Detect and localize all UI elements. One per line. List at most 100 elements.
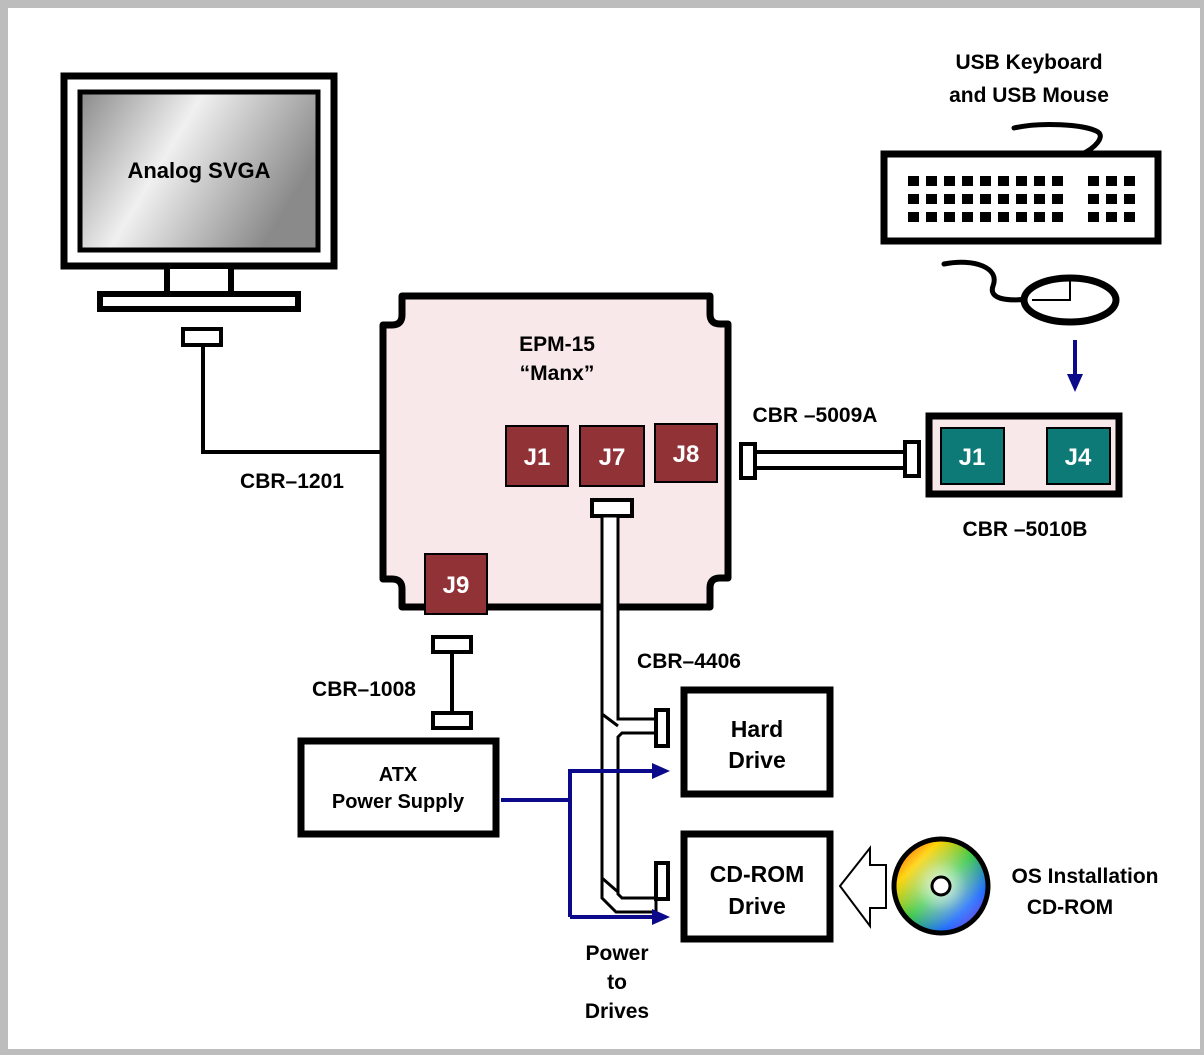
keyboard-key bbox=[980, 194, 991, 204]
ide-cable-label: CBR–4406 bbox=[637, 650, 741, 673]
keyboard-key bbox=[1088, 176, 1099, 186]
keyboard-key bbox=[1088, 212, 1099, 222]
psu-box bbox=[297, 737, 500, 838]
connector-j1-box bbox=[505, 425, 569, 487]
usb-plug-board bbox=[739, 442, 757, 480]
keyboard-key bbox=[944, 212, 955, 222]
drive-power-to-hd bbox=[568, 769, 656, 917]
keyboard-key bbox=[962, 176, 973, 186]
usb-plug-adapter bbox=[903, 440, 921, 478]
keyboard-key bbox=[1106, 194, 1117, 204]
keyboard-key bbox=[962, 194, 973, 204]
keyboard-key bbox=[1124, 212, 1135, 222]
power-note-line3: Drives bbox=[585, 1000, 649, 1023]
usb-cable-body bbox=[753, 450, 907, 470]
epm15-board: EPM-15 “Manx” J1 J7 J8 J9 bbox=[379, 292, 732, 615]
keyboard-key bbox=[944, 176, 955, 186]
keyboard-key bbox=[1088, 194, 1099, 204]
keyboard-keys bbox=[908, 176, 1135, 222]
power-plug-psu bbox=[431, 711, 473, 730]
insert-arrow bbox=[838, 845, 887, 929]
adapter-j1-label: J1 bbox=[959, 444, 986, 471]
monitor-neck bbox=[164, 263, 234, 297]
connector-j8-box bbox=[654, 423, 718, 483]
keyboard-key bbox=[1052, 194, 1063, 204]
keyboard-key bbox=[980, 212, 991, 222]
keyboard-key bbox=[908, 194, 919, 204]
monitor: Analog SVGA bbox=[60, 72, 338, 312]
ide-cable: CBR–4406 bbox=[590, 498, 741, 914]
keyboard-key bbox=[1034, 194, 1045, 204]
keyboard-key bbox=[980, 176, 991, 186]
cdrom-drive: CD-ROM Drive bbox=[680, 830, 834, 943]
keyboard-mouse-label-line1: USB Keyboard bbox=[955, 51, 1102, 74]
os-cd: OS Installation CD-ROM bbox=[891, 836, 1159, 936]
ide-ribbon bbox=[600, 514, 658, 914]
keyboard-key bbox=[1034, 176, 1045, 186]
keyboard-mouse: USB Keyboard and USB Mouse bbox=[880, 51, 1162, 392]
mouse-cord bbox=[941, 259, 1037, 303]
board-nickname: “Manx” bbox=[520, 362, 595, 385]
ide-branch-cd bbox=[601, 876, 619, 894]
usb-adapter: J1 J4 CBR –5010B bbox=[925, 412, 1123, 541]
keyboard-key bbox=[1052, 212, 1063, 222]
board-name: EPM-15 bbox=[519, 333, 595, 356]
keyboard-key bbox=[1016, 176, 1027, 186]
power-cable-label: CBR–1008 bbox=[312, 678, 416, 701]
hard-drive-box bbox=[680, 686, 834, 798]
vga-plug-monitor bbox=[181, 327, 223, 347]
adapter-j4-label: J4 bbox=[1065, 444, 1092, 471]
connector-j7-label: J7 bbox=[599, 444, 626, 471]
keyboard-cord bbox=[1011, 122, 1103, 157]
cdrom-drive-box bbox=[680, 830, 834, 943]
power-note-line2: to bbox=[607, 971, 627, 994]
keyboard-key bbox=[998, 212, 1009, 222]
psu-label-line1: ATX bbox=[379, 764, 418, 786]
keyboard-key bbox=[1106, 176, 1117, 186]
connector-j7-box bbox=[579, 425, 645, 487]
drive-power-arrow-cd bbox=[652, 909, 670, 925]
keyboard-key bbox=[1016, 194, 1027, 204]
monitor-label: Analog SVGA bbox=[127, 158, 270, 183]
cdrom-drive-label-line2: Drive bbox=[728, 893, 786, 919]
keyboard-key bbox=[908, 212, 919, 222]
keyboard-key bbox=[944, 194, 955, 204]
cdrom-drive-label-line1: CD-ROM bbox=[710, 861, 805, 887]
monitor-screen bbox=[77, 89, 321, 253]
keyboard-key bbox=[1124, 194, 1135, 204]
hard-drive-label-line2: Drive bbox=[728, 747, 786, 773]
connector-j9-box bbox=[424, 553, 488, 615]
mouse-button-line bbox=[1032, 278, 1071, 301]
drive-power-lines: Power to Drives bbox=[501, 763, 670, 1023]
ide-branch-hd bbox=[601, 712, 619, 728]
drive-power-arrow-hd bbox=[652, 763, 670, 779]
vga-cable-label: CBR–1201 bbox=[240, 470, 344, 493]
power-plug-board bbox=[431, 635, 473, 654]
os-cd-label-line1: OS Installation bbox=[1011, 865, 1158, 888]
monitor-base bbox=[97, 291, 301, 312]
ide-plug-board bbox=[590, 498, 634, 518]
adapter-label: CBR –5010B bbox=[963, 518, 1088, 541]
keyboard-key bbox=[926, 194, 937, 204]
usb-cable: CBR –5009A bbox=[739, 404, 921, 480]
keyboard-mouse-label-line2: and USB Mouse bbox=[949, 84, 1109, 107]
keyboard-key bbox=[908, 176, 919, 186]
connector-j9-label: J9 bbox=[443, 572, 470, 599]
keyboard-key bbox=[926, 176, 937, 186]
usb-arrow-head bbox=[1067, 374, 1083, 392]
keyboard-key bbox=[1034, 212, 1045, 222]
keyboard-key bbox=[1016, 212, 1027, 222]
hard-drive-label-line1: Hard bbox=[731, 716, 783, 742]
connector-j8-label: J8 bbox=[673, 441, 700, 468]
keyboard-key bbox=[998, 176, 1009, 186]
os-cd-label-line2: CD-ROM bbox=[1027, 896, 1113, 919]
keyboard-key bbox=[926, 212, 937, 222]
keyboard-key bbox=[962, 212, 973, 222]
keyboard-key bbox=[1052, 176, 1063, 186]
usb-cable-label: CBR –5009A bbox=[753, 404, 878, 427]
psu-label-line2: Power Supply bbox=[332, 791, 465, 813]
cd-hole bbox=[930, 875, 952, 897]
power-note-line1: Power bbox=[585, 942, 648, 965]
power-cable: CBR–1008 bbox=[312, 635, 473, 730]
